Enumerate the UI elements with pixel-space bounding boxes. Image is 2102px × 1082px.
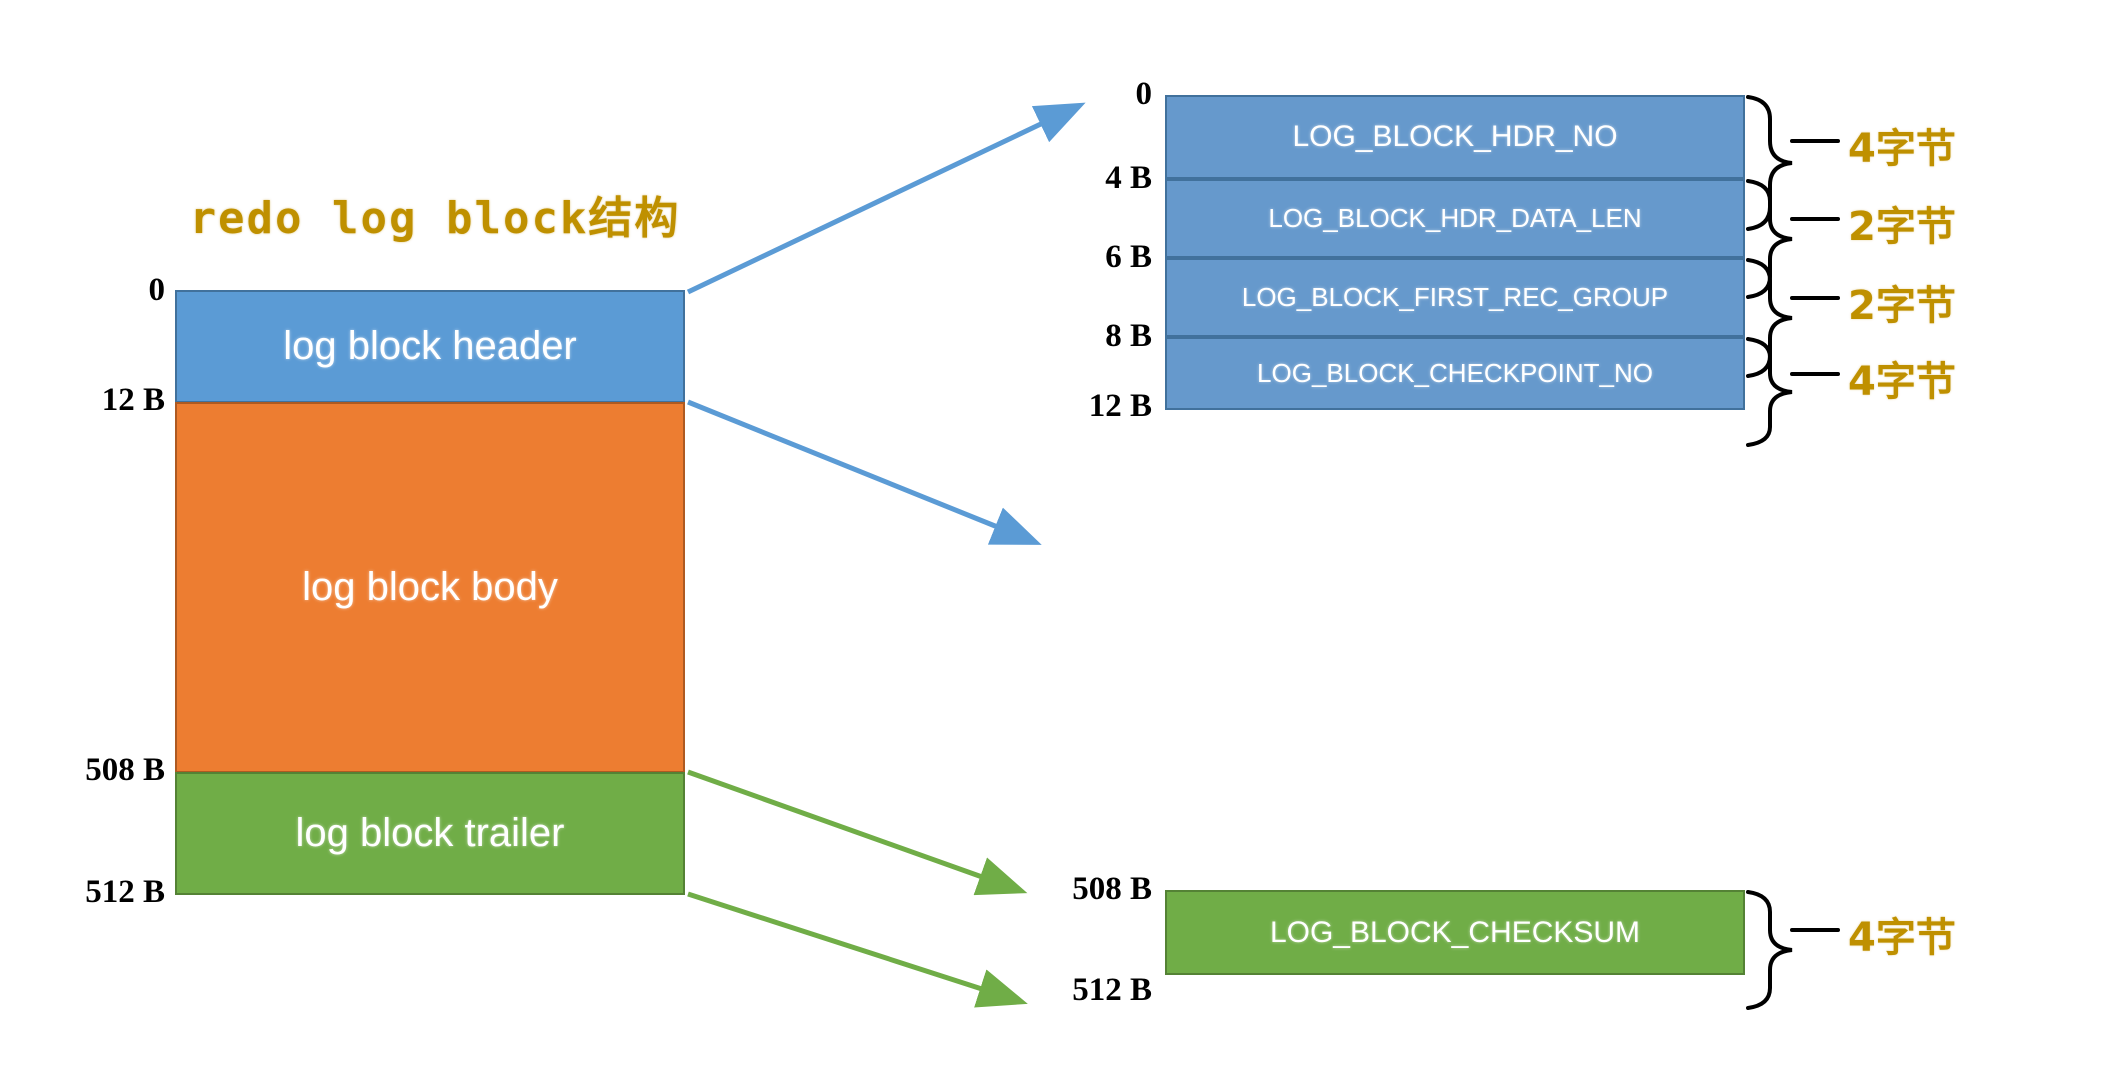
brace-checksum [1746, 890, 1793, 1010]
brace-field-1 [1746, 179, 1793, 299]
left-offset-508b: 508 B [85, 752, 165, 788]
arrow-header-bottom [687, 399, 1042, 545]
header-field-label: LOG_BLOCK_HDR_NO [1292, 120, 1618, 153]
arrow-header-top [686, 102, 1086, 295]
header-field-row-checkpoint-no: LOG_BLOCK_CHECKPOINT_NO [1165, 337, 1745, 410]
header-field-size-0: 4字节 [1848, 126, 1956, 172]
header-field-label: LOG_BLOCK_FIRST_REC_GROUP [1241, 282, 1669, 312]
left-section-label: log block trailer [295, 811, 565, 855]
left-offset-12b: 12 B [101, 382, 165, 418]
left-offset-0: 0 [148, 272, 166, 308]
left-section-log-block-trailer: log block trailer [175, 772, 685, 895]
left-section-log-block-body: log block body [175, 402, 685, 773]
trailer-field-label: LOG_BLOCK_CHECKSUM [1269, 915, 1641, 949]
header-field-size-1: 2字节 [1848, 204, 1956, 250]
header-offset-4b: 4 B [1105, 160, 1152, 196]
trailer-field-row-checksum: LOG_BLOCK_CHECKSUM [1165, 890, 1745, 975]
header-offset-12b: 12 B [1088, 388, 1152, 424]
trailer-offset-508b: 508 B [1072, 871, 1152, 907]
header-offset-8b: 8 B [1105, 318, 1152, 354]
header-offset-6b: 6 B [1105, 239, 1152, 275]
header-field-label: LOG_BLOCK_HDR_DATA_LEN [1268, 203, 1642, 233]
brace-field-2 [1746, 258, 1793, 378]
header-field-row-hdr-no: LOG_BLOCK_HDR_NO [1165, 95, 1745, 179]
header-field-label: LOG_BLOCK_CHECKPOINT_NO [1257, 358, 1653, 388]
left-section-log-block-header: log block header [175, 290, 685, 403]
trailer-offset-512b: 512 B [1072, 972, 1152, 1008]
brace-field-3 [1746, 337, 1793, 447]
left-section-label: log block header [283, 324, 577, 368]
brace-field-0 [1746, 95, 1793, 231]
header-offset-0: 0 [1135, 76, 1153, 112]
left-offset-512b: 512 B [85, 874, 165, 910]
header-field-row-hdr-data-len: LOG_BLOCK_HDR_DATA_LEN [1165, 179, 1745, 258]
trailer-field-size-0: 4字节 [1848, 915, 1956, 961]
left-section-label: log block body [302, 565, 558, 609]
header-field-size-3: 4字节 [1848, 359, 1956, 405]
header-field-size-2: 2字节 [1848, 283, 1956, 329]
header-field-row-first-rec-group: LOG_BLOCK_FIRST_REC_GROUP [1165, 258, 1745, 337]
diagram-title: redo log block结构 [189, 193, 681, 244]
arrow-trailer-top [687, 769, 1028, 896]
arrow-trailer-bottom [687, 891, 1028, 1008]
